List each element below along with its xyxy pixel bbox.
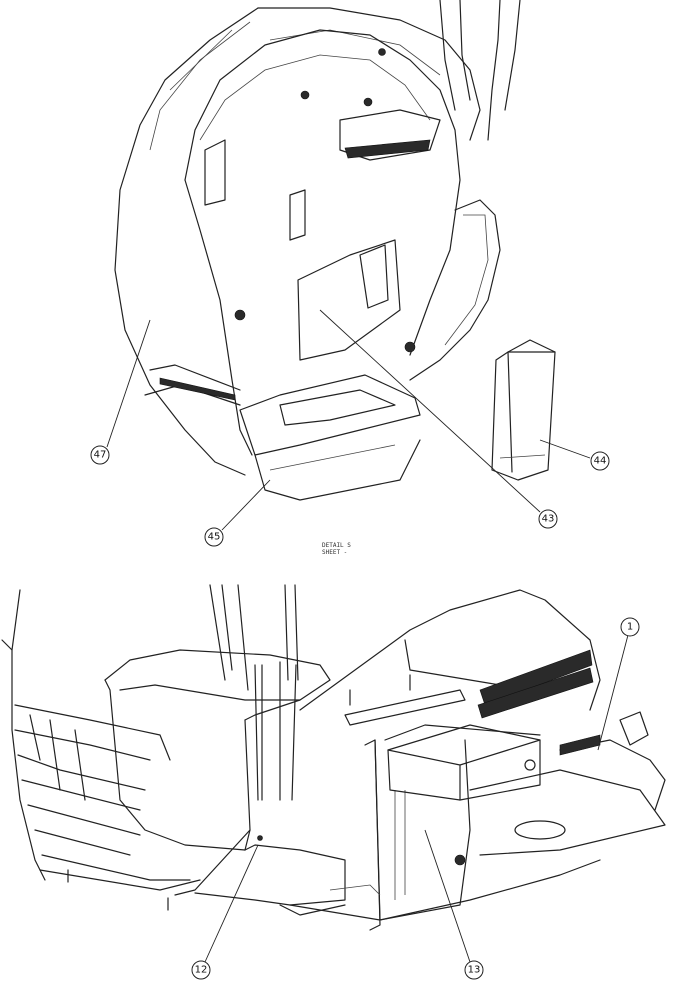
svg-text:44: 44 <box>594 456 607 467</box>
upper-leaders <box>106 309 591 531</box>
callout-45: 45 <box>204 527 224 547</box>
steering-column <box>439 0 521 141</box>
lower-leaders <box>204 634 629 963</box>
detail-note-line2: SHEET - <box>322 549 347 556</box>
screw-icon <box>378 48 386 56</box>
floor-ribs <box>14 704 201 891</box>
step-tray <box>239 374 421 456</box>
callout-1: 1 <box>620 617 640 637</box>
svg-text:1: 1 <box>627 622 633 633</box>
screw-icon <box>404 341 416 353</box>
control-box <box>387 724 541 801</box>
svg-text:47: 47 <box>94 450 107 461</box>
inner-panel <box>297 239 401 361</box>
shroud-front-frame <box>184 29 461 356</box>
svg-text:13: 13 <box>468 965 481 976</box>
storage-bin <box>104 649 331 721</box>
hole-icon <box>454 854 466 866</box>
screw-icon <box>363 97 373 107</box>
detail-note-line1: DETAIL S <box>322 542 351 549</box>
callout-13: 13 <box>464 960 484 980</box>
vent-grille <box>477 649 594 719</box>
svg-text:12: 12 <box>195 965 208 976</box>
svg-text:45: 45 <box>208 532 221 543</box>
console-housing <box>299 589 601 711</box>
floor-plate <box>194 844 346 906</box>
callout-47: 47 <box>90 445 110 465</box>
svg-text:43: 43 <box>542 514 555 525</box>
callout-12: 12 <box>191 960 211 980</box>
floor-hole <box>514 820 566 840</box>
callout-43: 43 <box>538 509 558 529</box>
screw-icon <box>300 90 310 100</box>
shroud-top <box>257 7 481 141</box>
callout-44: 44 <box>590 451 610 471</box>
right-floor-plate <box>469 769 666 856</box>
shroud-left-panel <box>114 7 259 476</box>
knob-icon <box>524 759 536 771</box>
upper-detail-view <box>114 0 556 501</box>
fender-arc <box>409 199 501 381</box>
block-part <box>491 339 556 481</box>
screw-icon <box>234 309 246 321</box>
lower-detail-view <box>1 584 666 931</box>
